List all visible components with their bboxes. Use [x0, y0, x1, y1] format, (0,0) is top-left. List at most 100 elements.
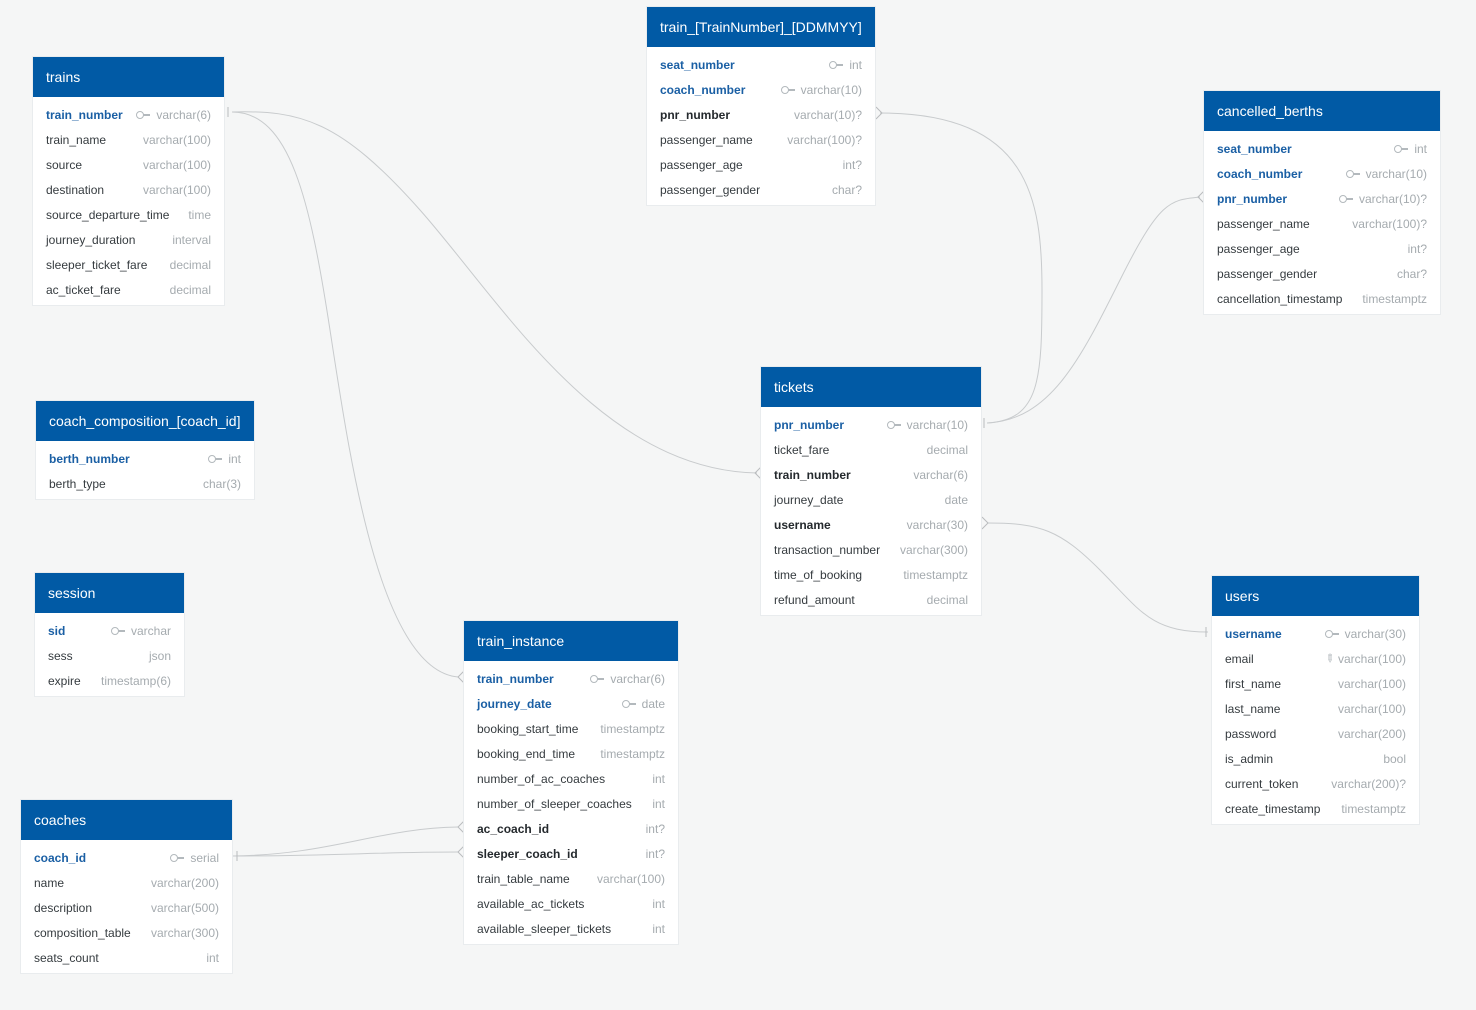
- column-name: number_of_ac_coaches: [477, 771, 606, 786]
- table-header[interactable]: train_instance: [464, 621, 678, 661]
- primary-key-icon: [1338, 194, 1354, 203]
- table-header[interactable]: tickets: [761, 367, 981, 407]
- column-name: pnr_number: [660, 107, 731, 122]
- table-header[interactable]: coach_composition_[coach_id]: [36, 401, 254, 441]
- many-marker: [754, 466, 762, 480]
- column-type: int: [652, 897, 665, 911]
- column-type-label: timestamptz: [903, 567, 968, 582]
- table-header[interactable]: train_[TrainNumber]_[DDMMYY]: [647, 7, 875, 47]
- table-header[interactable]: coaches: [21, 800, 232, 840]
- column-type: int?: [646, 822, 665, 836]
- column-type: timestamptz: [903, 568, 968, 582]
- column-type-label: date: [641, 696, 665, 711]
- column-row[interactable]: number_of_ac_coaches int: [464, 766, 678, 791]
- column-type-label: varchar(10): [800, 82, 862, 97]
- column-type-label: serial: [190, 850, 219, 865]
- column-type-label: varchar(500): [150, 900, 219, 915]
- table-coach-composition[interactable]: coach_composition_[coach_id] berth_number…: [36, 401, 254, 499]
- table-header[interactable]: users: [1212, 576, 1419, 616]
- column-type: varchar(300): [151, 926, 219, 940]
- column-row[interactable]: email✎varchar(100): [1212, 646, 1419, 671]
- column-type-label: int: [206, 950, 219, 965]
- column-type-label: varchar(100): [1337, 651, 1406, 666]
- column-name: ac_ticket_fare: [46, 282, 121, 297]
- column-type-label: varchar(6): [913, 467, 968, 482]
- table-header[interactable]: session: [35, 573, 184, 613]
- column-type: int: [652, 772, 665, 786]
- table-header[interactable]: trains: [33, 57, 224, 97]
- column-type: varchar(200): [1338, 727, 1406, 741]
- column-type-label: varchar(10): [1365, 166, 1427, 181]
- table-header[interactable]: cancelled_berths: [1204, 91, 1440, 131]
